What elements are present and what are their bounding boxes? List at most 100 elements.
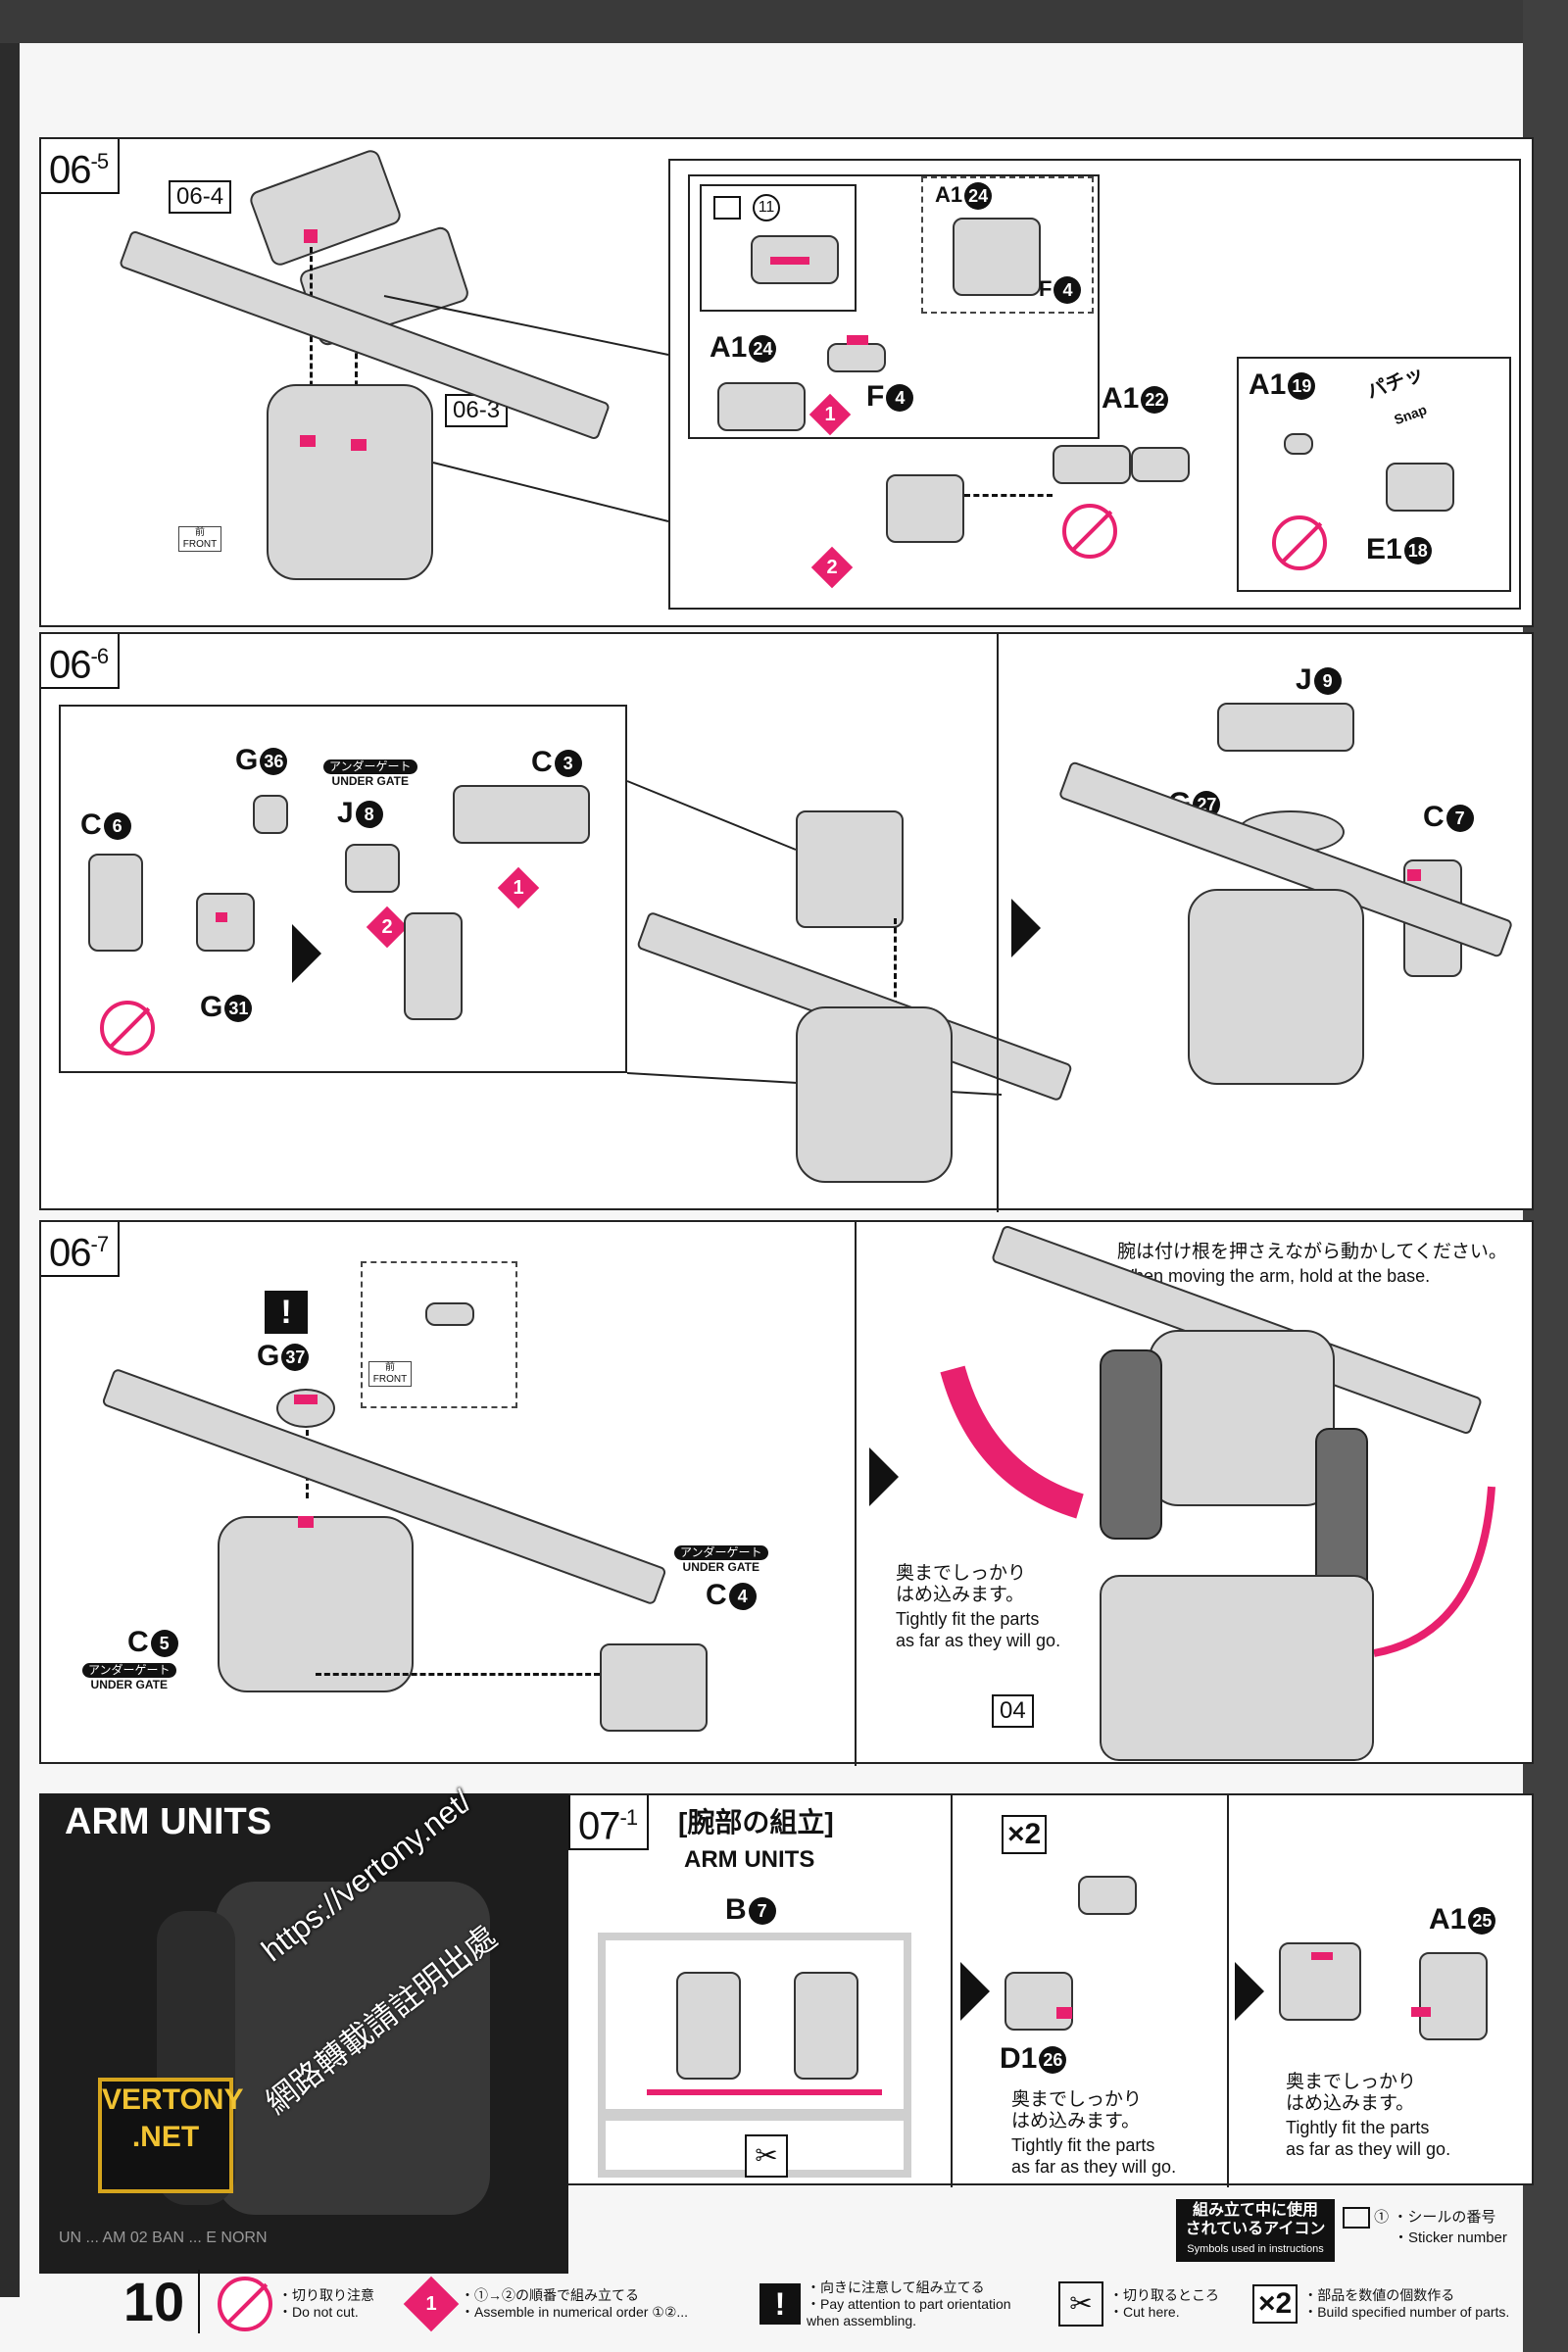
part-g36	[253, 795, 288, 834]
arm-units-title: ARM UNITS	[65, 1801, 272, 1842]
peg	[216, 912, 227, 922]
part-a1-24	[953, 218, 1041, 296]
nipper-icon: ✂	[1058, 2281, 1103, 2327]
legend-build-count: ×2 ・部品を数値の個数作る・Build specified number of…	[1252, 2266, 1509, 2342]
build-x2-badge: ×2	[1252, 2284, 1298, 2324]
part-cap	[1078, 1876, 1137, 1915]
guide-line	[316, 1673, 600, 1676]
part-g31	[196, 893, 255, 952]
next-arrow	[1011, 899, 1041, 957]
exclamation-icon: !	[760, 2283, 801, 2325]
no-cut-icon	[100, 1001, 155, 1055]
page-number: 10	[110, 2270, 200, 2333]
part-b7-left	[676, 1972, 741, 2080]
part-d1-26	[1004, 1972, 1073, 2031]
torso-core	[218, 1516, 414, 1692]
guide-line	[964, 494, 1053, 497]
fit-note-en-1: Tightly fit the parts	[1011, 2135, 1155, 2155]
fit-note-en-2: as far as they will go.	[1011, 2157, 1177, 2177]
arm-units-title-en: ARM UNITS	[684, 1846, 815, 1873]
peg	[1311, 1952, 1333, 1960]
sticker-number: 11	[753, 194, 780, 221]
peg	[351, 439, 367, 451]
torso-core	[267, 384, 433, 580]
next-arrow	[292, 924, 321, 983]
step-number: 06-7	[41, 1222, 121, 1278]
part-g37-side	[425, 1302, 474, 1326]
peg	[1411, 2007, 1431, 2017]
ref-06-4: 06-4	[169, 180, 232, 214]
front-indicator: 前 FRONT	[178, 526, 221, 552]
separator	[951, 1795, 953, 2187]
orientation-inset: 前 FRONT	[361, 1261, 517, 1408]
separator	[997, 634, 999, 1212]
legend-order: 1 ・①→②の順番で組み立てる・Assemble in numerical or…	[403, 2266, 688, 2342]
fit-note-jp-1: 奥までしっかり	[1286, 2072, 1417, 2092]
part-connector	[1131, 447, 1190, 482]
torso-core	[796, 1006, 953, 1183]
part-a1-22	[1053, 445, 1131, 484]
runner-bar	[598, 2109, 911, 2121]
part-a1-24	[717, 382, 806, 431]
nipper-icon: ✂	[745, 2134, 788, 2178]
fit-note-jp-2: はめ込みます。	[896, 1585, 1025, 1605]
rotation-arrows	[940, 1365, 1495, 1657]
sticker-mark	[770, 257, 809, 265]
fit-note-jp-1: 奥までしっかり	[1011, 2089, 1143, 2110]
gate-cut-mark	[647, 2089, 882, 2095]
sticker-inset: 11	[700, 184, 857, 312]
part-c3-assembled	[796, 810, 904, 928]
peg	[847, 335, 868, 345]
part-a1-25	[1419, 1952, 1488, 2040]
fit-note-en-1: Tightly fit the parts	[1286, 2118, 1430, 2137]
peg	[300, 435, 316, 447]
sticker-legend: ① ・シールの番号 ・Sticker number	[1343, 2207, 1507, 2247]
part-c3	[453, 785, 590, 844]
peg	[298, 1516, 314, 1528]
part-frame	[404, 912, 463, 1020]
peg	[1407, 869, 1421, 881]
fit-note-jp-1: 奥までしっかり	[896, 1563, 1027, 1584]
part-j8	[345, 844, 400, 893]
step-number: 07-1	[568, 1795, 650, 1851]
guide-line	[894, 918, 897, 1006]
legend-orientation: ! ・向きに注意して組み立てる・Pay attention to part or…	[760, 2266, 1011, 2342]
peg	[1056, 2007, 1072, 2019]
separator	[855, 1222, 857, 1766]
order-icon: 1	[403, 2276, 460, 2332]
arm-units-header-image: ARM UNITS VERTONY .NET UN ... AM 02 BAN …	[39, 1793, 568, 2274]
part-b7-right	[794, 1972, 858, 2080]
step-number: 06-5	[41, 139, 121, 195]
step-06-5-panel: 06-5 06-4 06-3 前 FRONT 11	[39, 137, 1534, 627]
fit-note-en-2: as far as they will go.	[896, 1631, 1061, 1650]
robot-silhouette	[216, 1882, 490, 2215]
next-arrow	[1235, 1962, 1264, 2021]
no-cut-icon	[1062, 504, 1117, 559]
part-f4	[827, 343, 886, 372]
zoom-lines	[383, 295, 669, 522]
model-subtitle: UN ... AM 02 BAN ... E NORN	[59, 2230, 268, 2246]
torso-core	[1188, 889, 1364, 1085]
fit-note-jp-2: はめ込みます。	[1011, 2111, 1141, 2132]
part-assembled	[886, 474, 964, 543]
